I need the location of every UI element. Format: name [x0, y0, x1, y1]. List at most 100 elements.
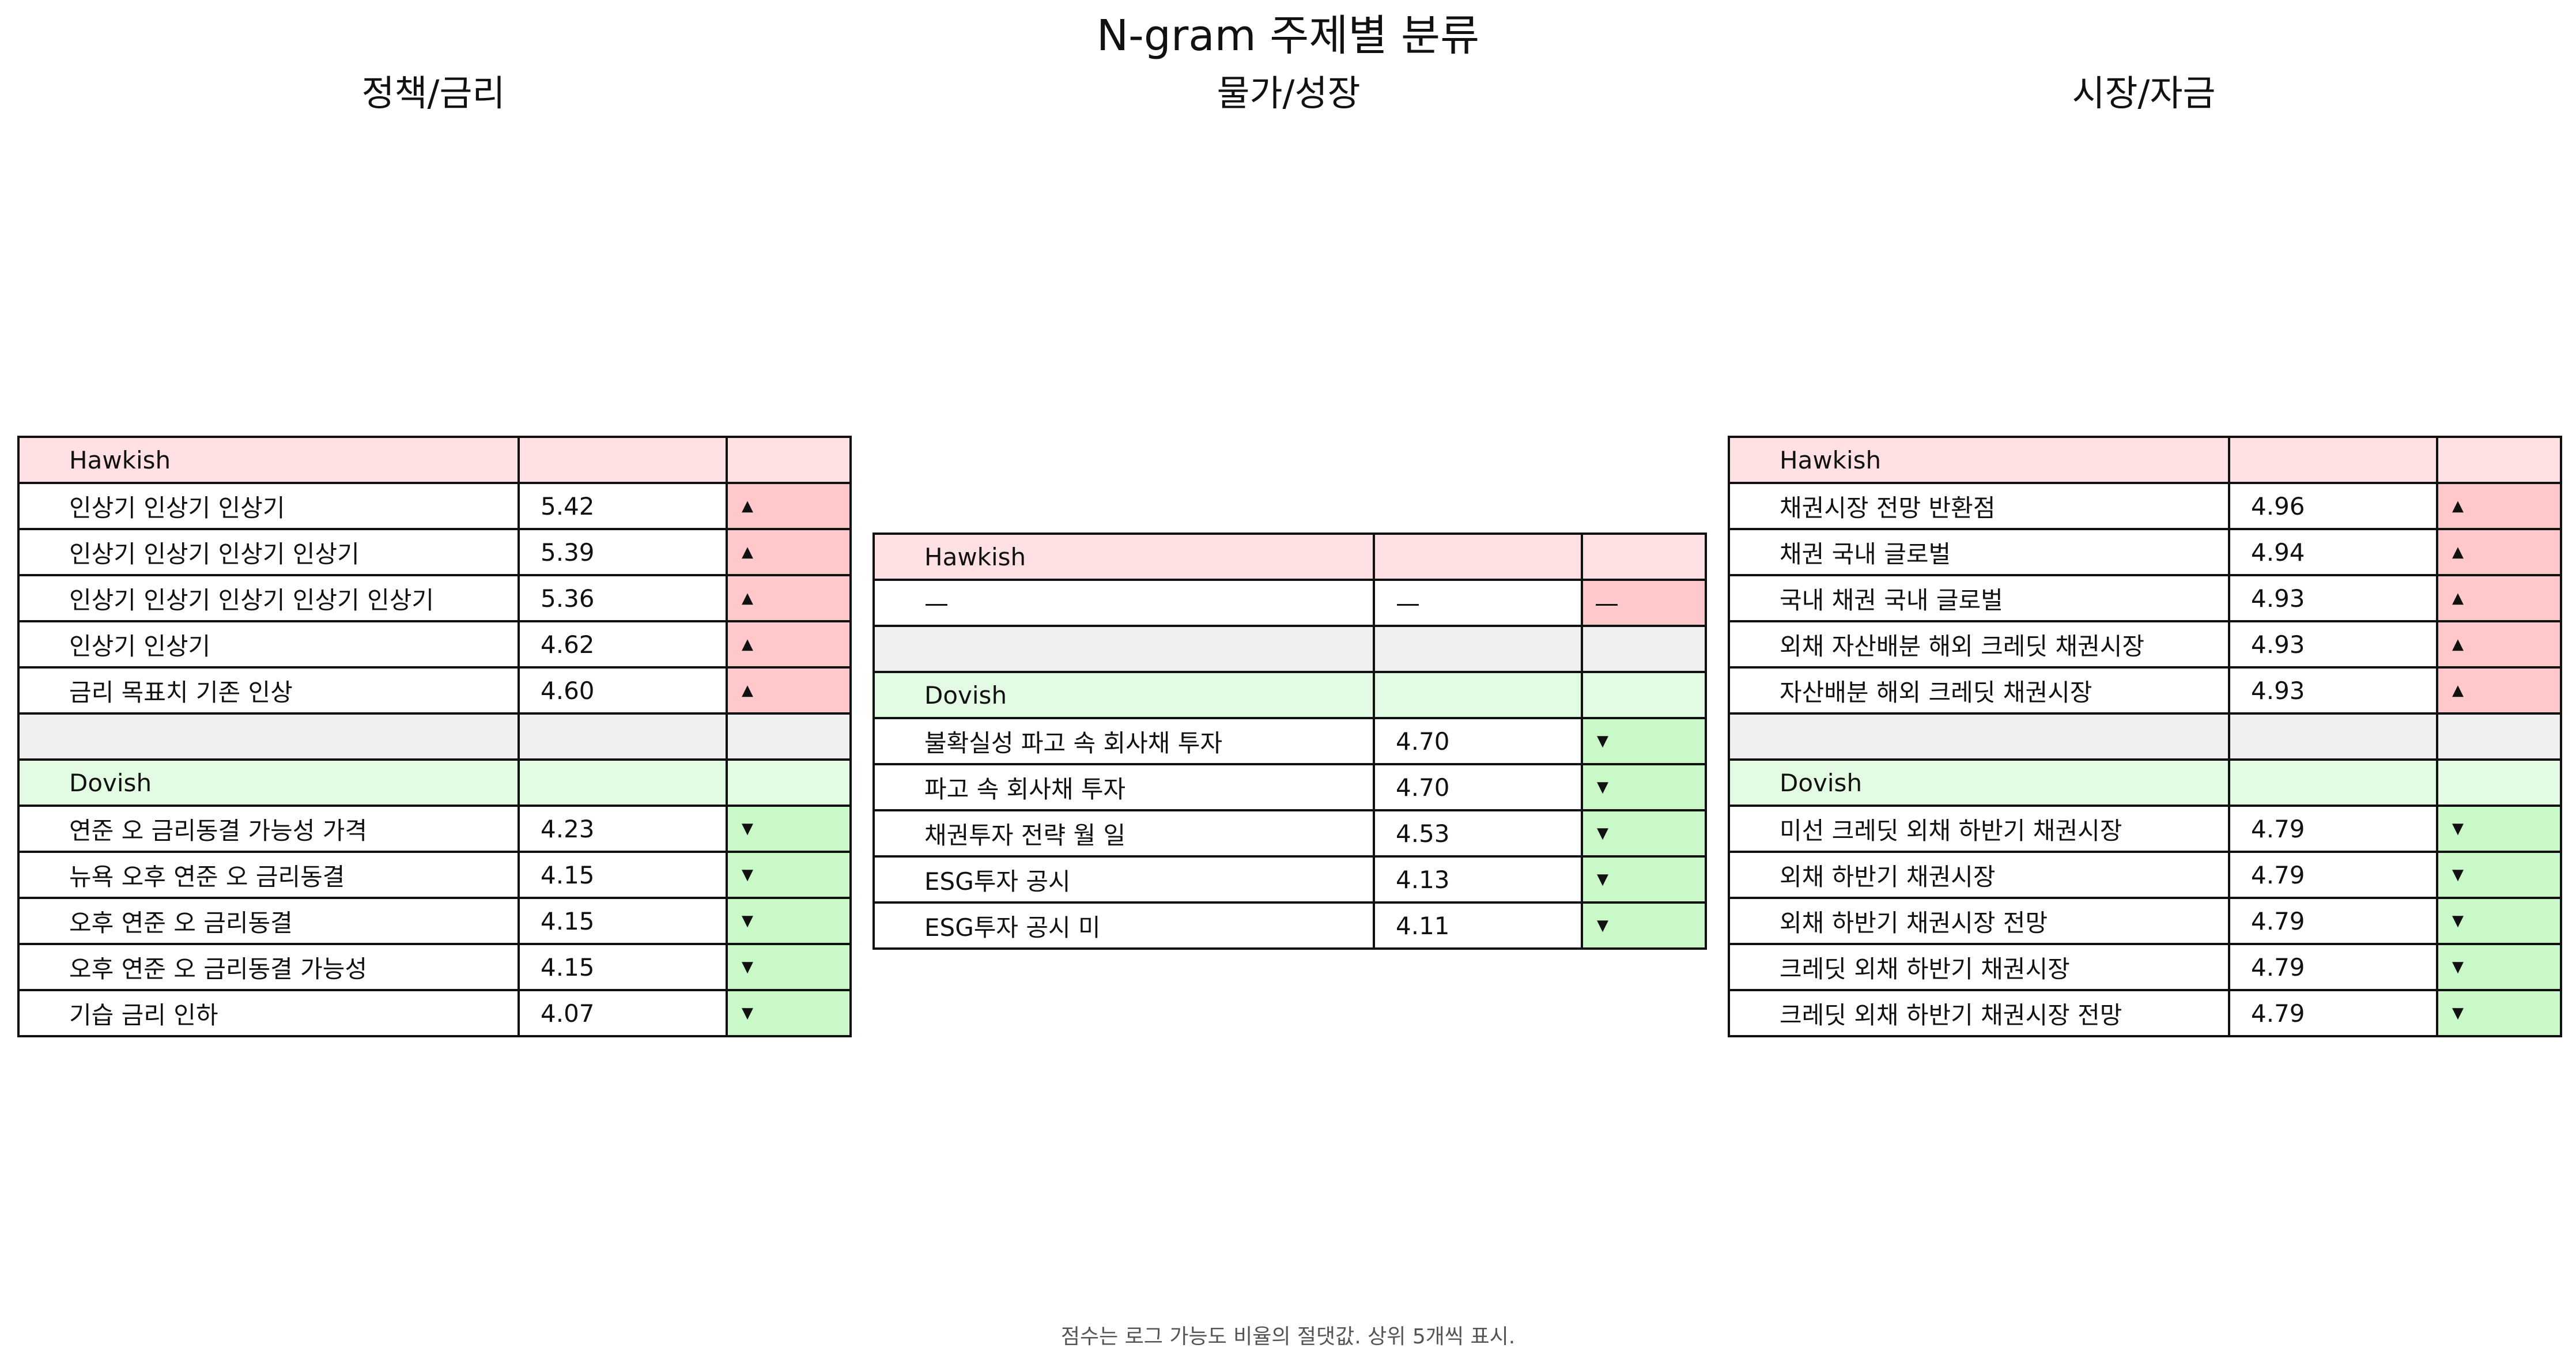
down-arrow-icon: ▼ — [2436, 989, 2562, 1037]
hawkish-label: Hawkish — [1728, 436, 2230, 484]
ngram-score: 4.53 — [1373, 809, 1583, 858]
ngram-term: 외채 하반기 채권시장 — [1728, 851, 2230, 899]
ngram-score: 4.70 — [1373, 717, 1583, 765]
ngram-score: 4.15 — [518, 943, 728, 991]
ngram-term: 불확실성 파고 속 회사채 투자 — [872, 717, 1375, 765]
spacer-cell — [2228, 712, 2438, 761]
spacer-cell — [872, 625, 1375, 673]
up-arrow-icon: ▲ — [726, 620, 852, 669]
ngram-term: 자산배분 해외 크레딧 채권시장 — [1728, 666, 2230, 715]
ngram-score: 4.93 — [2228, 666, 2438, 715]
dovish-header-row: Dovish — [872, 671, 1707, 719]
ngram-term: 연준 오 금리동결 가능성 가격 — [17, 805, 520, 853]
hawkish-header-row: Hawkish — [1728, 436, 2562, 484]
spacer-row — [1728, 712, 2562, 761]
chart-title: N-gram 주제별 분류 — [1096, 11, 1480, 61]
spacer-cell — [518, 712, 728, 761]
dovish-label: Dovish — [17, 758, 520, 807]
up-arrow-icon: — — [1581, 579, 1707, 627]
spacer-cell — [1373, 625, 1583, 673]
ngram-score: 4.11 — [1373, 901, 1583, 950]
dovish-header-row: Dovish — [1728, 758, 2562, 807]
ngram-score: 4.79 — [2228, 851, 2438, 899]
ngram-score: 4.60 — [518, 666, 728, 715]
ngram-term: 인상기 인상기 인상기 인상기 인상기 — [17, 574, 520, 622]
header-empty-cell — [2228, 436, 2438, 484]
down-arrow-icon: ▼ — [1581, 855, 1707, 904]
spacer-cell — [17, 712, 520, 761]
header-empty-cell — [518, 758, 728, 807]
hawkish-header-row: Hawkish — [872, 533, 1707, 581]
ngram-score: 4.79 — [2228, 897, 2438, 945]
up-arrow-icon: ▲ — [2436, 574, 2562, 622]
down-arrow-icon: ▼ — [726, 989, 852, 1037]
ngram-term: 크레딧 외채 하반기 채권시장 — [1728, 943, 2230, 991]
header-empty-cell — [2436, 436, 2562, 484]
ngram-term: 인상기 인상기 인상기 인상기 — [17, 528, 520, 576]
ngram-score: 4.15 — [518, 897, 728, 945]
spacer-cell — [726, 712, 852, 761]
ngram-score: 4.07 — [518, 989, 728, 1037]
ngram-score: 4.96 — [2228, 482, 2438, 530]
down-arrow-icon: ▼ — [726, 851, 852, 899]
ngram-term: 인상기 인상기 인상기 — [17, 482, 520, 530]
down-arrow-icon: ▼ — [1581, 809, 1707, 858]
down-arrow-icon: ▼ — [1581, 901, 1707, 950]
ngram-score: 4.79 — [2228, 989, 2438, 1037]
up-arrow-icon: ▲ — [726, 666, 852, 715]
down-arrow-icon: ▼ — [1581, 763, 1707, 811]
ngram-term: 금리 목표치 기존 인상 — [17, 666, 520, 715]
down-arrow-icon: ▼ — [726, 943, 852, 991]
hawkish-header-row: Hawkish — [17, 436, 852, 484]
ngram-term: 크레딧 외채 하반기 채권시장 전망 — [1728, 989, 2230, 1037]
ngram-score: 4.15 — [518, 851, 728, 899]
ngram-score: 4.79 — [2228, 943, 2438, 991]
ngram-score: 4.62 — [518, 620, 728, 669]
up-arrow-icon: ▲ — [726, 528, 852, 576]
panel-title-policy: 정책/금리 — [361, 72, 505, 114]
ngram-score: 5.39 — [518, 528, 728, 576]
ngram-term: 인상기 인상기 — [17, 620, 520, 669]
ngram-term: 미선 크레딧 외채 하반기 채권시장 — [1728, 805, 2230, 853]
header-empty-cell — [1581, 671, 1707, 719]
spacer-row — [17, 712, 852, 761]
ngram-score: — — [1373, 579, 1583, 627]
ngram-term: 외채 하반기 채권시장 전망 — [1728, 897, 2230, 945]
up-arrow-icon: ▲ — [2436, 528, 2562, 576]
header-empty-cell — [1373, 533, 1583, 581]
ngram-score: 4.13 — [1373, 855, 1583, 904]
header-empty-cell — [2436, 758, 2562, 807]
hawkish-row: ——— — [872, 579, 1707, 627]
ngram-term: 오후 연준 오 금리동결 가능성 — [17, 943, 520, 991]
spacer-row — [872, 625, 1707, 673]
up-arrow-icon: ▲ — [2436, 666, 2562, 715]
down-arrow-icon: ▼ — [2436, 897, 2562, 945]
down-arrow-icon: ▼ — [2436, 805, 2562, 853]
ngram-term: — — [872, 579, 1375, 627]
dovish-header-row: Dovish — [17, 758, 852, 807]
hawkish-label: Hawkish — [17, 436, 520, 484]
up-arrow-icon: ▲ — [726, 482, 852, 530]
ngram-term: ESG투자 공시 — [872, 855, 1375, 904]
